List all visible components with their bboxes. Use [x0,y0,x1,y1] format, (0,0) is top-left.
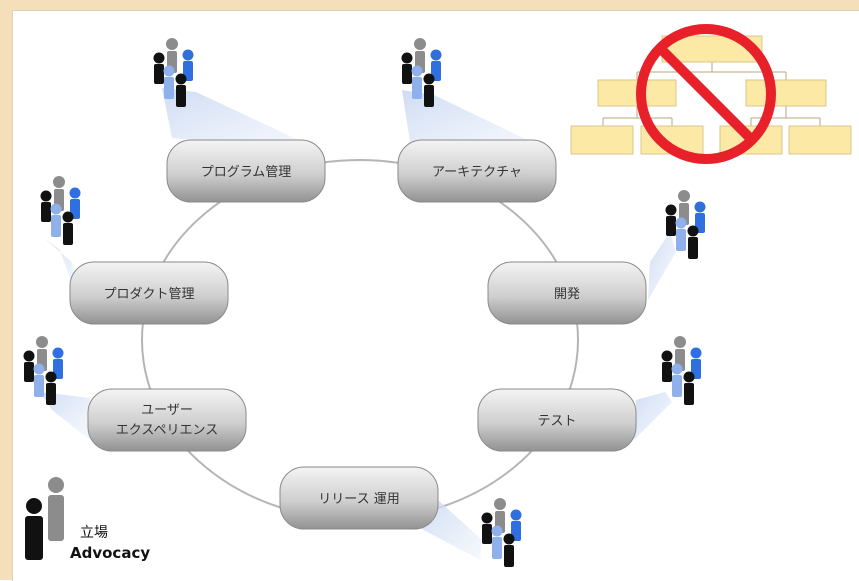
node-ux-label-line1: ユーザー [141,403,193,418]
node-program-label: プログラム管理 [201,165,292,180]
legend-label-en: Advocacy [70,544,150,562]
node-test-label: テスト [537,414,576,429]
node-architecture-label: アーキテクチャ [432,165,522,180]
people-group-release-icon [481,498,522,567]
beam-product [44,238,78,300]
node-release: リリース 運用 [279,466,439,530]
node-ux: ユーザー エクスペリエンス [87,388,247,452]
legend-people-icon [25,477,64,560]
node-dev-label: 開発 [554,287,580,302]
legend-label-ja: 立場 [80,525,108,541]
people-group-product-icon [40,176,81,245]
node-dev: 開発 [487,261,647,325]
node-program: プログラム管理 [166,139,326,203]
node-product: プロダクト管理 [69,261,229,325]
process-cycle-ring [141,159,579,521]
people-group-test-icon [661,336,702,405]
node-product-label: プロダクト管理 [103,287,194,302]
beam-program [162,88,320,150]
prohibited-icon [636,24,776,164]
node-ux-label-line2: エクスペリエンス [116,423,218,438]
node-test: テスト [477,388,637,452]
beam-architecture [402,90,548,150]
legend: 立場 Advocacy [25,477,150,562]
beam-test [634,392,672,440]
node-architecture: アーキテクチャ [397,139,557,203]
node-release-label: リリース 運用 [318,492,399,507]
beam-dev [648,232,676,300]
